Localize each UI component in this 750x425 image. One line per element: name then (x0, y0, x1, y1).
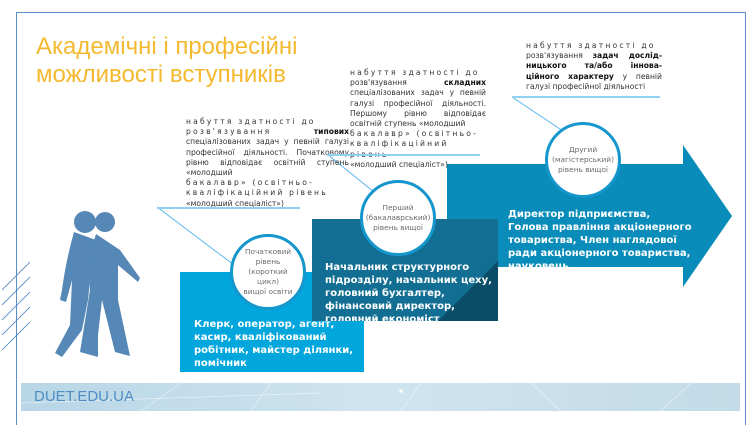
level1-description: набуття здатності до розв'язування типов… (186, 117, 349, 209)
page-title: Академічні і професійні можливості вступ… (36, 33, 297, 89)
circle-line: рівень вищої (558, 165, 608, 174)
level3-circle: Другий(магістерський)рівень вищої (545, 122, 621, 198)
circle-line: Початковий (244, 247, 292, 256)
circle-line: Перший (382, 203, 414, 212)
desc-text: набуття здатності до (350, 68, 480, 77)
desc-text: розв'язування (186, 127, 314, 137)
desc-text: «молодший спеціаліст») (186, 198, 284, 208)
level2-positions: Начальник структурного підрозділу, начал… (325, 262, 492, 321)
level3-underline (512, 96, 660, 98)
title-line-1: Академічні і професійні (36, 33, 298, 60)
desc-text: набуття здатності до (526, 41, 656, 50)
circle-line: (короткий цикл) (248, 267, 288, 286)
desc-text: спеціалізованих задач у певній галузі пр… (350, 88, 486, 129)
level2-circle: Перший(бакалаврський)рівень вищої (360, 180, 436, 256)
frame-right-line (745, 12, 746, 425)
level1-underline (157, 207, 300, 209)
level3-positions: Директор підприємства, Голова правління … (508, 209, 692, 272)
career-arrow (447, 145, 732, 287)
level2-description: набуття здатності до розв'язування склад… (350, 68, 486, 170)
desc-text: набуття здатності до (186, 117, 316, 126)
box-shadow-corner (438, 261, 498, 321)
hatch-lines (1, 261, 31, 351)
circle-line: Другий (568, 145, 598, 154)
level3-description: набуття здатності до розв'язування задач… (526, 41, 662, 92)
circle-line: вищої освіти (243, 287, 293, 296)
desc-text: розв'язування (526, 51, 593, 61)
level2-underline (327, 154, 480, 156)
circle-line: (магістерський) (552, 155, 614, 164)
network-pattern (20, 382, 692, 412)
desc-text: спеціалізованих задач у певній галузі пр… (186, 137, 349, 178)
desc-text: бакалавр» (освітньо- (186, 178, 315, 188)
frame-left-line (16, 12, 17, 425)
desc-text: у певній галузі професійної діяльності (526, 71, 662, 91)
circle-line: рівень вищої (373, 223, 423, 232)
desc-text: бакалавр» (освітньо- (350, 129, 479, 139)
desc-bold: задач дослід-ницького та/або іннова-ційн… (526, 51, 662, 81)
site-url-link[interactable]: DUET.EDU.UA (34, 388, 135, 405)
circle-line: рівень (255, 257, 281, 266)
desc-bold: складних (444, 78, 486, 88)
frame-top-line (16, 12, 746, 13)
desc-text: розв'язування (350, 78, 445, 88)
desc-text: кваліфікаційний рівень (350, 139, 449, 158)
title-line-2: можливості вступників (36, 61, 286, 88)
circle-line: (бакалаврський) (365, 213, 431, 222)
level1-positions: Клерк, оператор, агент, касир, кваліфіко… (194, 319, 354, 369)
connector-lines (156, 96, 567, 266)
footer-bar (20, 382, 740, 412)
desc-bold: типових (313, 127, 349, 137)
walking-people-icon (55, 211, 140, 357)
desc-text: кваліфікаційний рівень (186, 188, 328, 198)
desc-text: «молодший спеціаліст») (350, 159, 448, 169)
